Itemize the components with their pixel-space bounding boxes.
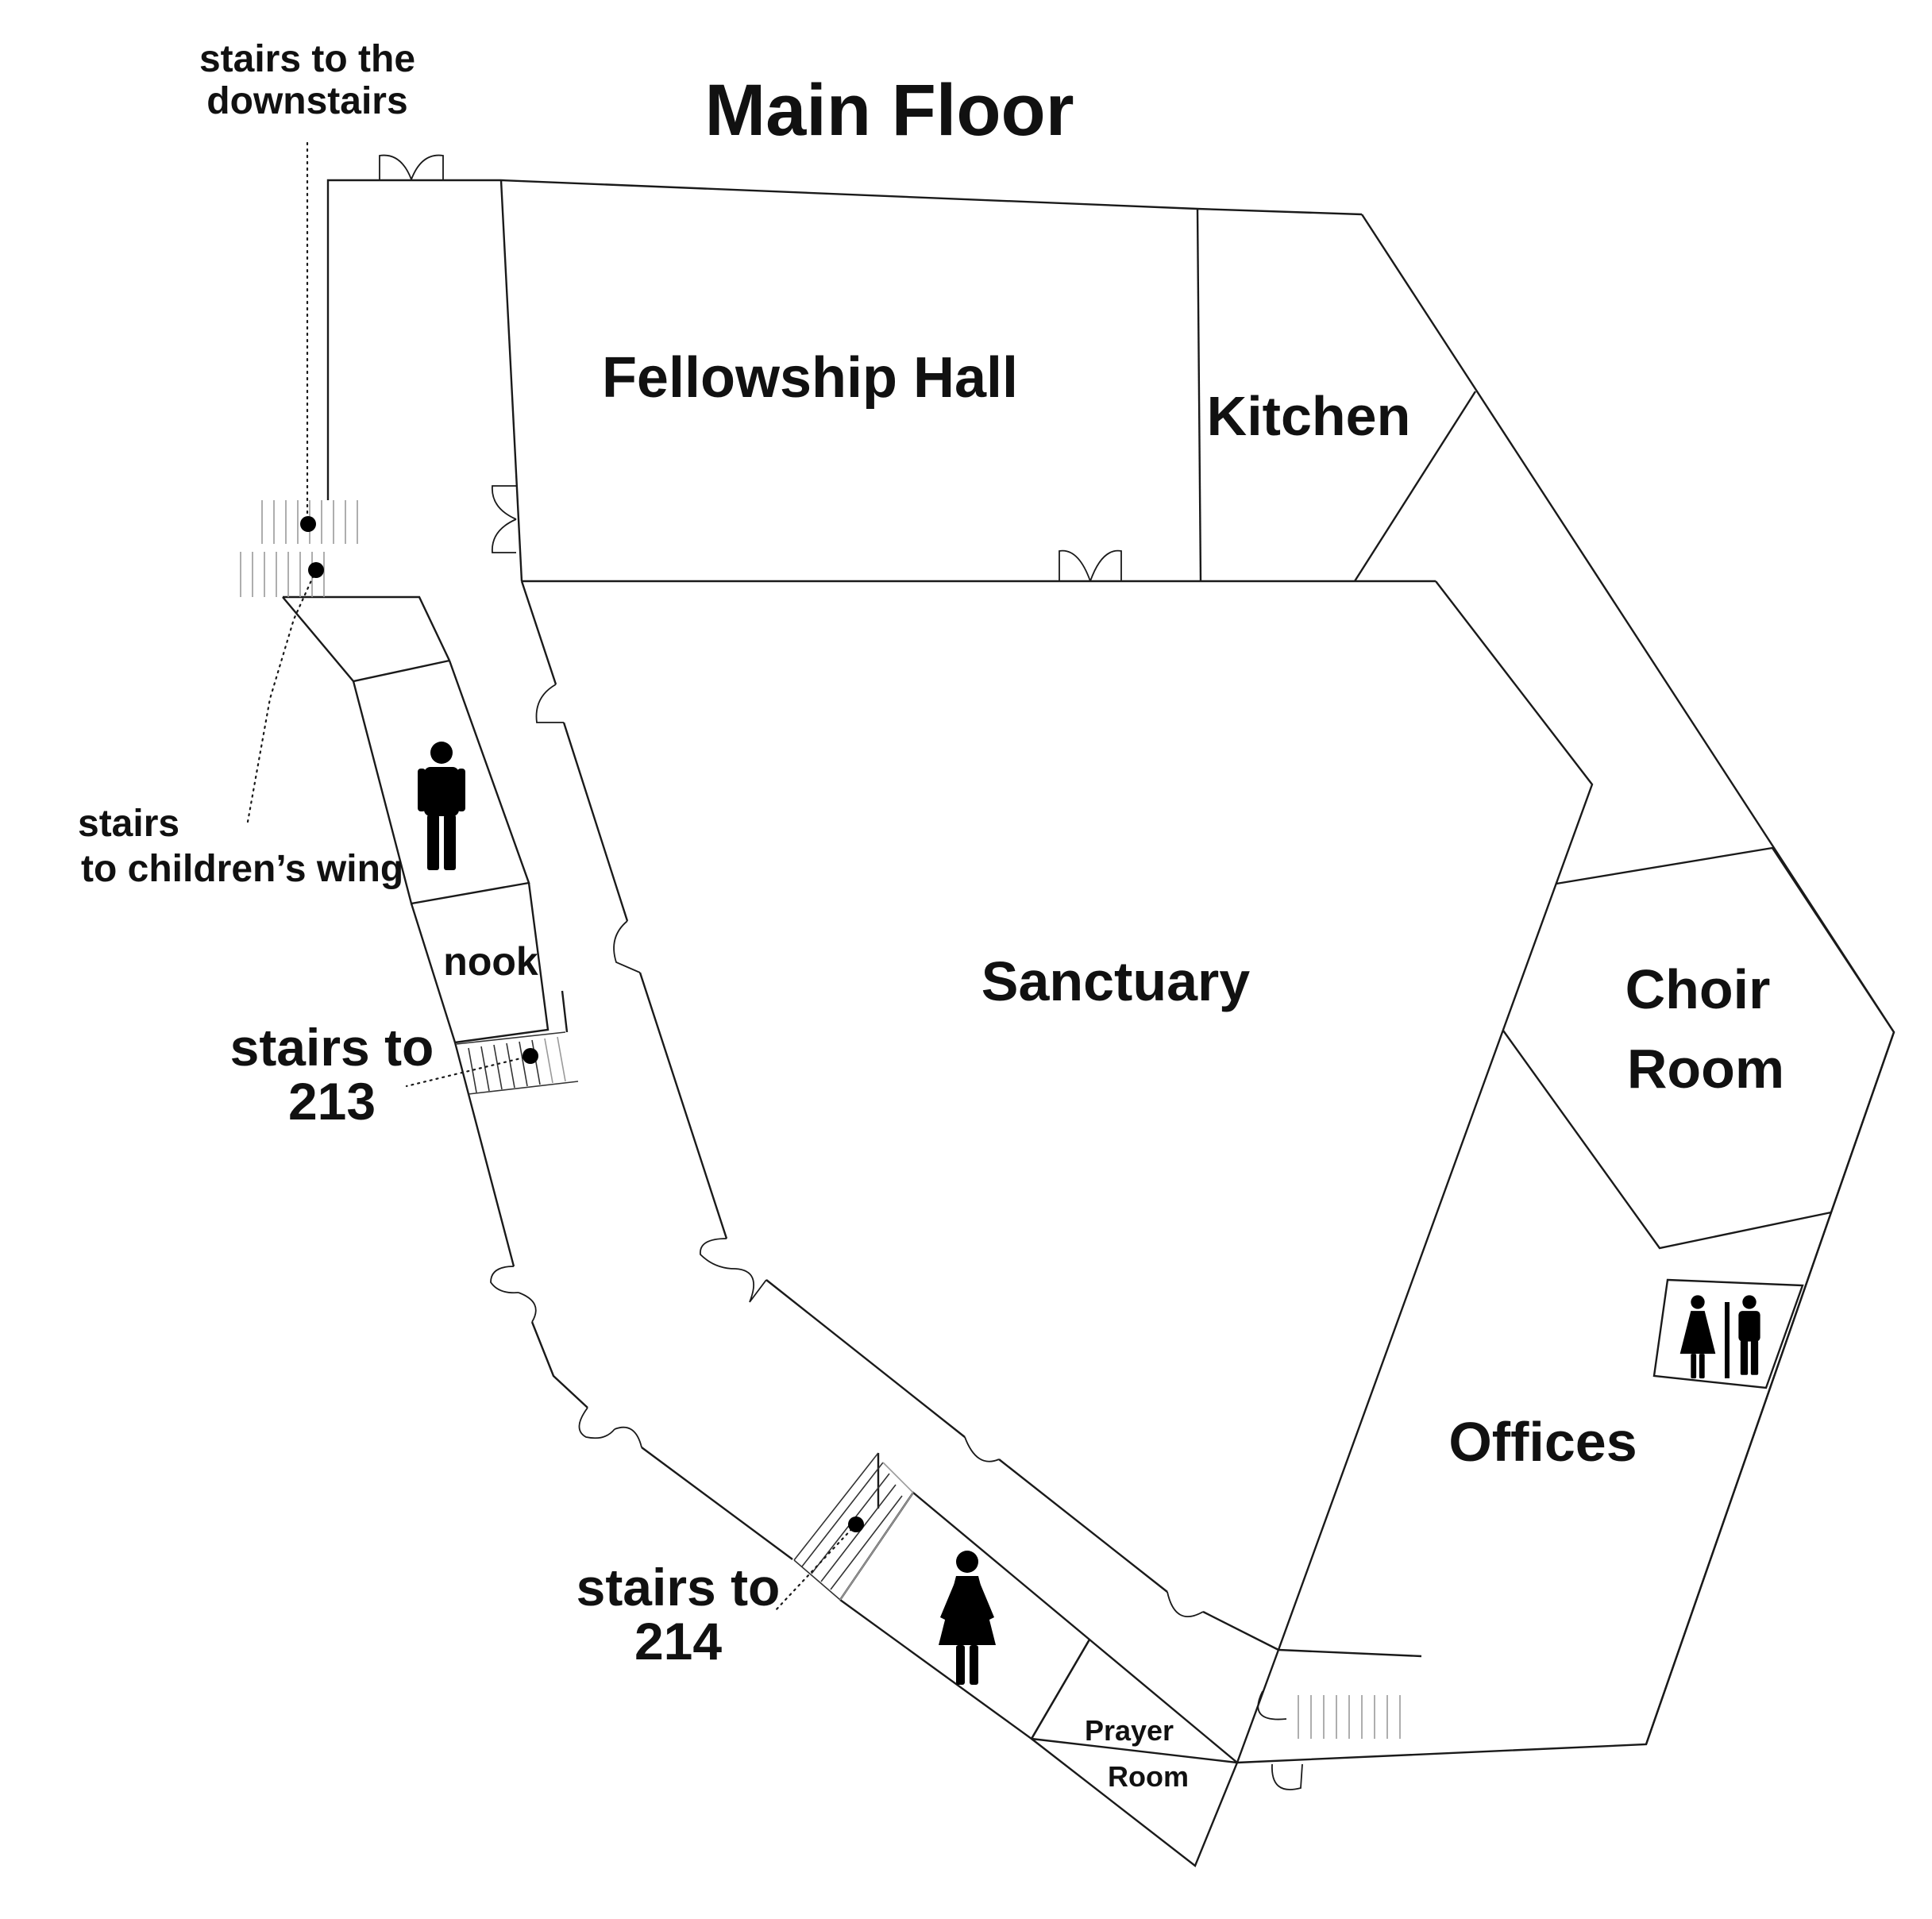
door-swing-icon <box>518 1292 537 1323</box>
door-swing-icon <box>700 1238 736 1270</box>
stair-marker-dot <box>308 562 324 578</box>
stair-marker-dot <box>300 516 316 532</box>
door-swing-icon <box>1257 1690 1287 1721</box>
door-swing-icon <box>578 1407 615 1439</box>
stair-treads-icon <box>1298 1695 1401 1739</box>
door-swing-icon <box>1167 1591 1204 1618</box>
stair-treads-icon <box>456 1031 579 1095</box>
room-label-kitchen: Kitchen <box>1207 385 1411 447</box>
door-swing-icon <box>1271 1763 1303 1790</box>
room-labels: Fellowship Hall Kitchen Sanctuary Choir … <box>443 346 1784 1793</box>
stairs-label-213-line1: stairs to <box>230 1018 434 1077</box>
room-label-prayer-room-line2: Room <box>1108 1760 1189 1793</box>
door-swing-icon <box>613 920 641 973</box>
stair-treads-icon <box>240 552 325 597</box>
room-label-choir-room-line1: Choir <box>1625 958 1771 1020</box>
stairs-label-childrens-wing-line2: to children’s wing <box>81 848 403 890</box>
stair-marker-dot <box>523 1048 538 1064</box>
door-swing-icon <box>379 154 444 180</box>
stairs-label-213-line2: 213 <box>288 1072 376 1131</box>
door-swing-icon <box>614 1426 642 1448</box>
stairs-label-downstairs-line2: downstairs <box>206 80 407 122</box>
room-label-nook: nook <box>443 939 538 984</box>
stair-markers <box>246 141 864 1613</box>
female-figure-icon <box>939 1551 996 1685</box>
stairs-label-childrens-wing-line1: stairs <box>78 803 179 845</box>
stair-labels: stairs to the downstairs stairs to child… <box>78 38 780 1670</box>
room-label-choir-room-line2: Room <box>1627 1038 1784 1100</box>
door-swing-icon <box>964 1436 1000 1462</box>
door-swing-icon <box>535 684 564 723</box>
door-swing-icon <box>735 1268 767 1303</box>
door-swing-icon <box>492 485 517 553</box>
door-swing-icon <box>490 1266 519 1294</box>
stair-marker-dot <box>848 1516 864 1532</box>
stairs <box>240 500 1401 1739</box>
male-figure-icon <box>418 742 465 870</box>
stairs-label-214-line1: stairs to <box>577 1558 781 1617</box>
door-swing-icon <box>1059 549 1122 582</box>
stairs-label-214-line2: 214 <box>634 1612 722 1670</box>
building-walls <box>282 179 1895 1867</box>
room-label-fellowship-hall: Fellowship Hall <box>602 346 1018 410</box>
room-label-offices: Offices <box>1448 1411 1637 1473</box>
stairs-label-downstairs-line1: stairs to the <box>199 38 415 80</box>
page-title: Main Floor <box>704 70 1074 151</box>
doors <box>379 154 1303 1790</box>
room-label-prayer-room-line1: Prayer <box>1085 1714 1174 1747</box>
room-label-sanctuary: Sanctuary <box>981 950 1251 1012</box>
unisex-restroom-icon <box>1679 1295 1760 1379</box>
